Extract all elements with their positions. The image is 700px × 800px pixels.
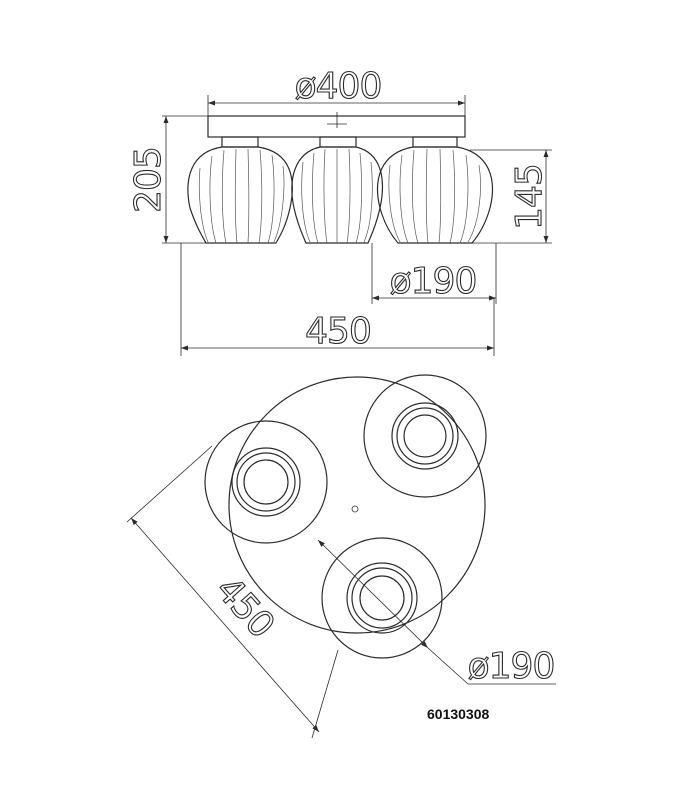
dimension-label-shade-diameter-side: ø190 [390, 261, 477, 302]
holder-center [319, 136, 357, 148]
dimension-label-shade-height: 145 [509, 164, 550, 230]
dimension-shade-height: 145 [470, 149, 552, 244]
dimension-shade-diameter-plan: ø190 [317, 539, 556, 688]
dimension-label-total-width-side: 450 [305, 311, 371, 352]
canopy-plate [207, 115, 466, 138]
shade-plan-top-left [204, 420, 328, 544]
dimension-label-total-height: 205 [128, 147, 169, 213]
dimension-label-canopy-diameter: ø400 [295, 66, 382, 107]
dimension-total-height: 205 [127, 115, 208, 244]
plan-view: 450 ø190 60130308 [126, 374, 556, 739]
shade-plan-bottom [321, 537, 443, 659]
shade-center [291, 146, 383, 244]
shade-left [187, 146, 293, 244]
canopy-center-hole [351, 505, 359, 513]
shade-right [376, 146, 494, 244]
canopy-disk [228, 376, 486, 634]
product-code: 60130308 [427, 706, 490, 722]
shade-plan-top-right [363, 374, 487, 498]
holder-left [221, 136, 259, 148]
holder-right [412, 136, 458, 148]
dimension-label-total-width-plan: 450 [207, 569, 281, 645]
side-elevation-view: ø400 205 145 ø190 450 [127, 65, 552, 356]
dimension-canopy-diameter: ø400 [207, 65, 466, 116]
dimension-total-width-side: 450 [180, 243, 495, 356]
dimension-label-shade-diameter-plan: ø190 [468, 646, 555, 687]
dimension-shade-diameter-side: ø190 [371, 243, 497, 304]
